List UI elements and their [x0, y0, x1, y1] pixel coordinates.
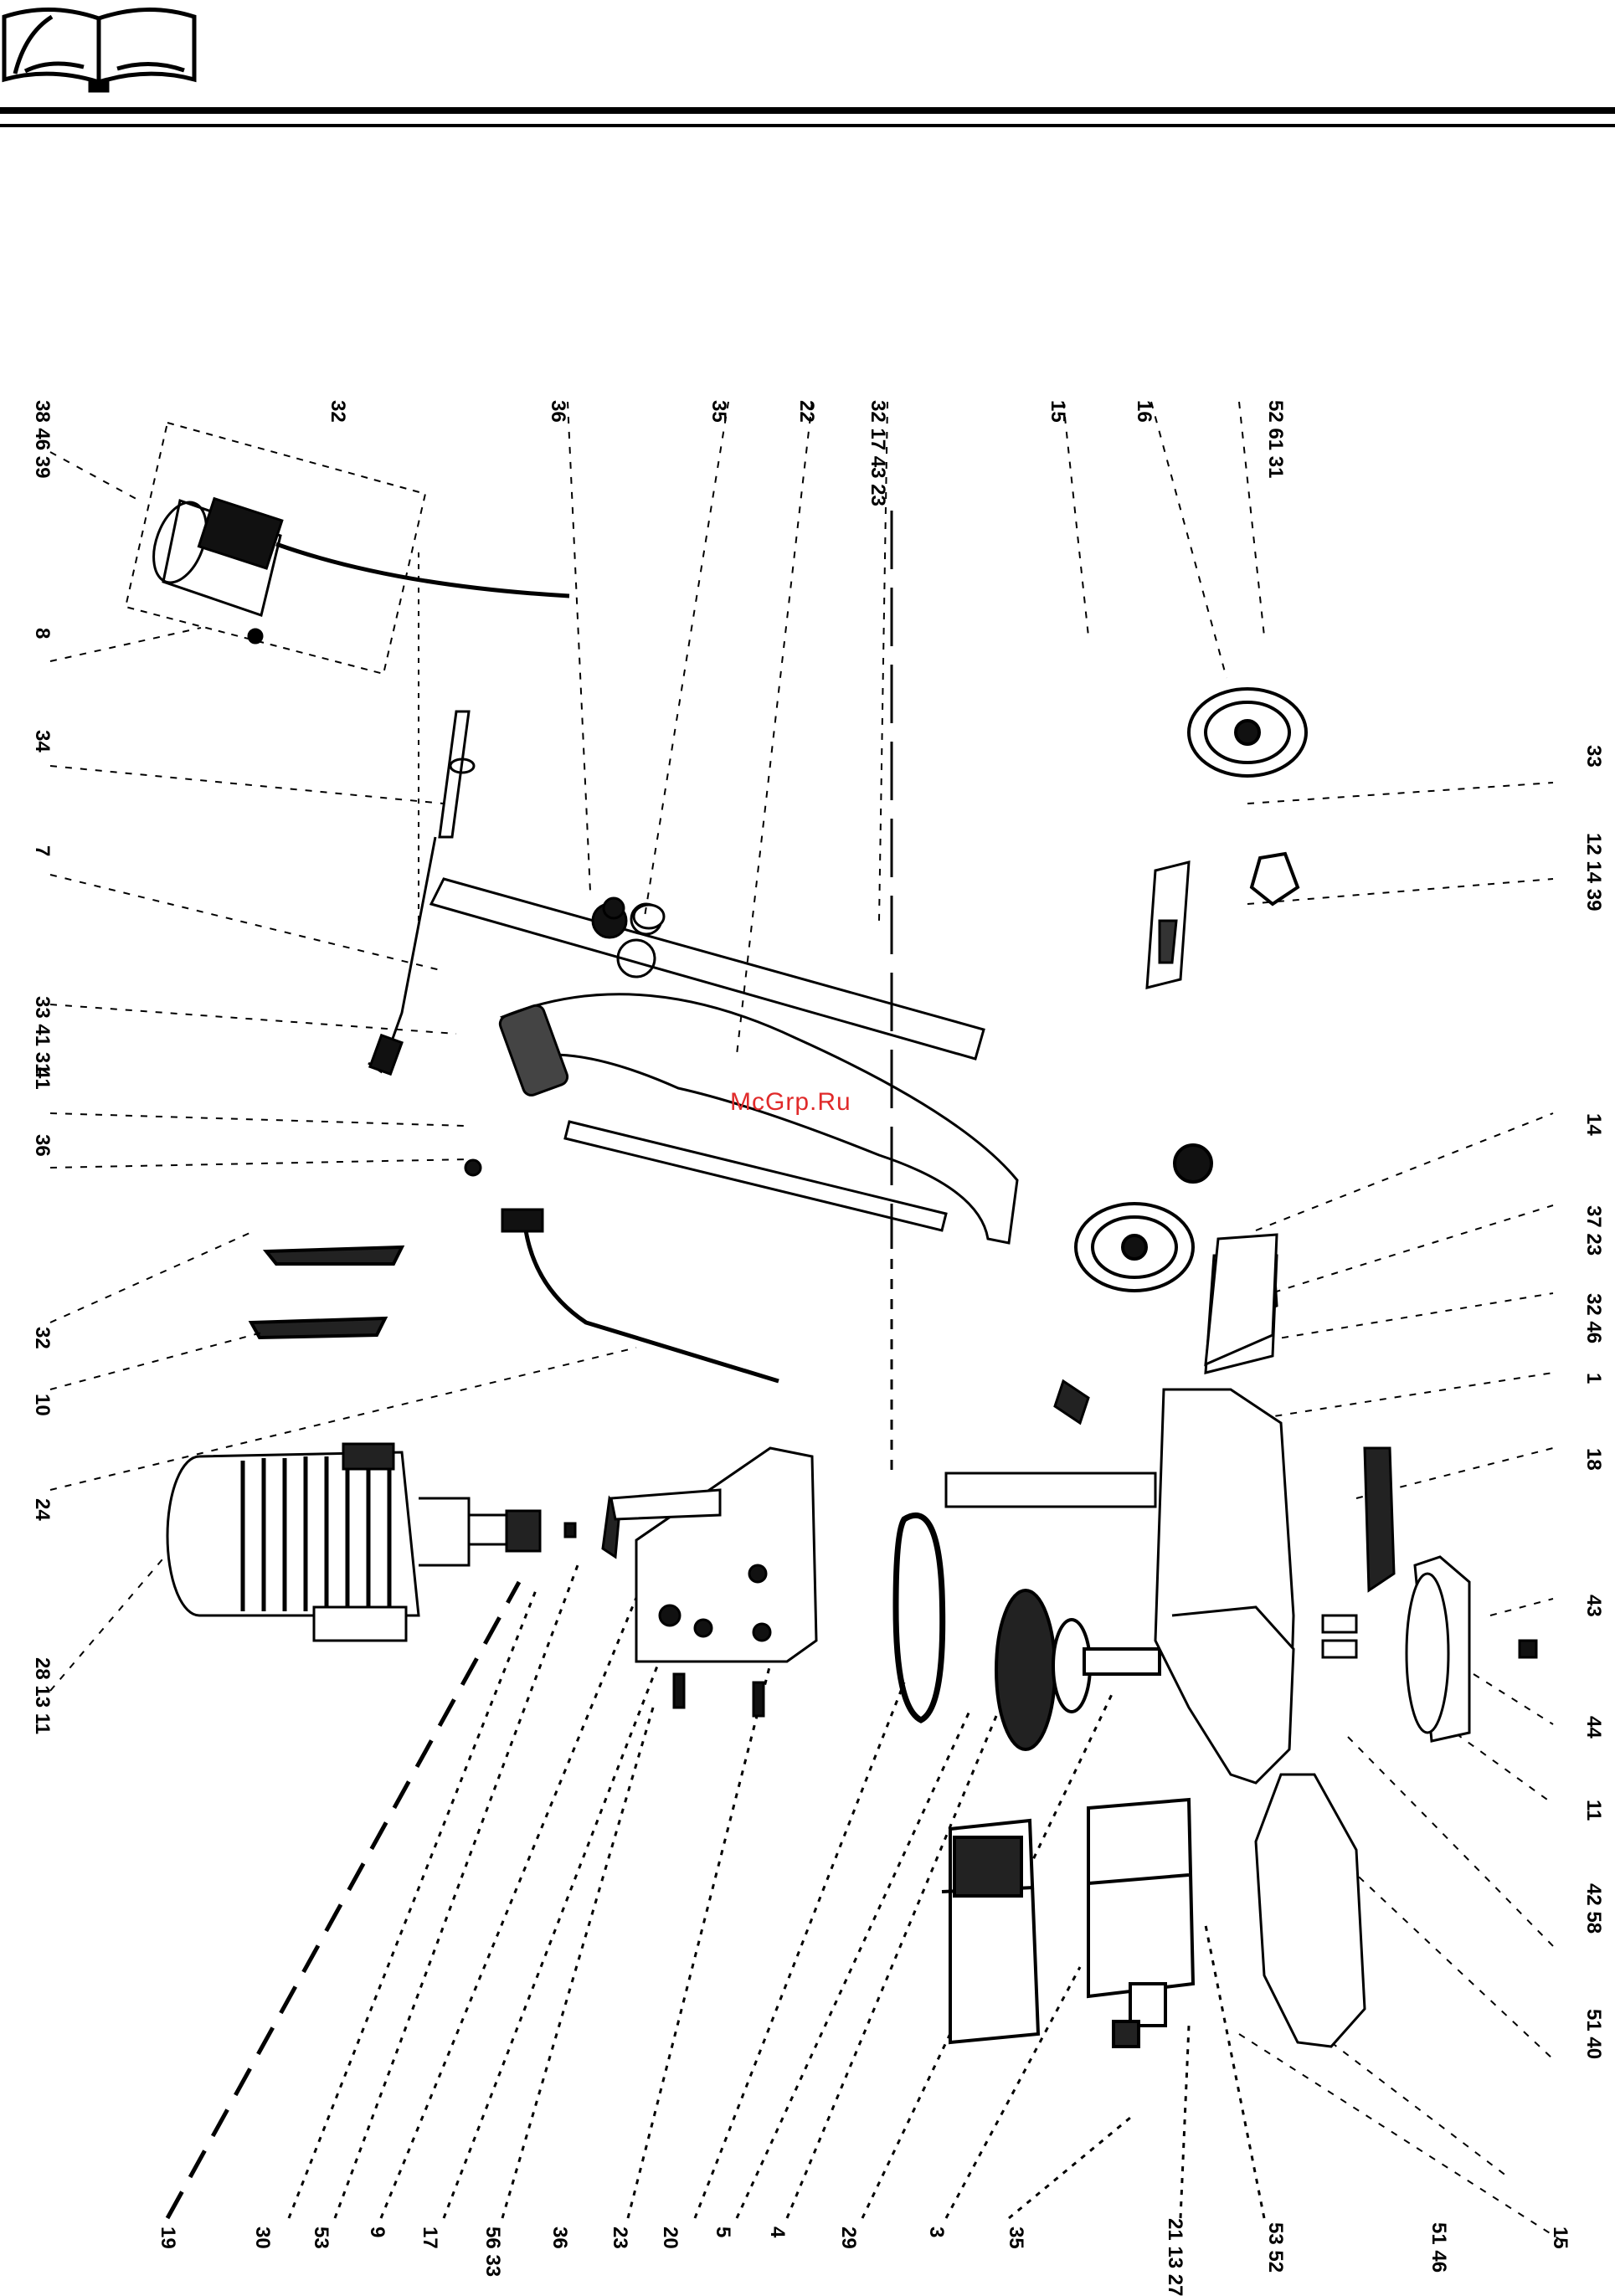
watermark-text: McGrp.Ru [730, 1088, 851, 1117]
callout-53-52: 53 52 [1265, 2222, 1285, 2273]
callout-43: 43 [1583, 1595, 1603, 1617]
callout-3: 3 [926, 2227, 946, 2237]
callout-36-bottom: 36 [549, 2227, 569, 2249]
callout-16-top: 16 [1134, 400, 1154, 423]
axle [1147, 862, 1189, 988]
wheels [1076, 689, 1306, 1291]
callout-12-14-39: 12 14 39 [1583, 833, 1603, 911]
callout-35-top: 35 [708, 400, 728, 423]
callout-23-bottom: 23 [609, 2227, 630, 2249]
callout-8: 8 [32, 628, 52, 639]
callout-37-23: 37 23 [1583, 1205, 1603, 1256]
coolant-tank [942, 1821, 1038, 2042]
callout-56-33: 56 33 [482, 2227, 502, 2277]
callout-15-top: 15 [1047, 400, 1067, 423]
callout-1: 1 [1583, 1373, 1603, 1384]
callout-36-top: 36 [548, 400, 568, 423]
callout-44: 44 [1583, 1716, 1603, 1739]
handle-grip [368, 552, 474, 1074]
chip-tray [1256, 1775, 1365, 2047]
callout-35-bottom: 35 [1006, 2227, 1026, 2249]
callout-51-40: 51 40 [1583, 2009, 1603, 2059]
callout-30: 30 [252, 2227, 272, 2249]
callout-34: 34 [32, 730, 52, 752]
bow-arm [431, 879, 1017, 1243]
callout-38-46-39: 38 46 39 [32, 400, 52, 478]
callout-51-46: 51 46 [1428, 2222, 1448, 2273]
vise-jaws [1323, 1448, 1536, 1741]
callout-17-bottom: 17 [419, 2227, 440, 2249]
callout-53-bottom: 53 [311, 2227, 331, 2249]
callout-41: 41 [32, 1067, 52, 1090]
coolant-pump [1088, 1800, 1193, 2047]
callout-20: 20 [660, 2227, 680, 2249]
callout-15-bottom: 15 [1550, 2227, 1570, 2249]
callout-52-61-31: 52 61 31 [1265, 400, 1285, 478]
book-icon [4, 9, 194, 90]
gear-housing [603, 1448, 816, 1716]
callout-22-top: 22 [796, 400, 816, 423]
callout-14-right: 14 [1583, 1113, 1603, 1136]
callout-4: 4 [767, 2227, 787, 2237]
callout-24: 24 [32, 1498, 52, 1521]
switch-box-assembly [126, 423, 569, 674]
support-brackets [251, 1247, 402, 1338]
callout-11: 11 [1583, 1800, 1603, 1821]
callout-18: 18 [1583, 1448, 1603, 1471]
callout-33-right: 33 [1583, 745, 1603, 768]
callout-10: 10 [32, 1394, 52, 1416]
callout-5: 5 [712, 2227, 733, 2237]
callout-33-41-31: 33 41 31 [32, 996, 52, 1074]
callout-9: 9 [367, 2227, 387, 2237]
callout-36-left: 36 [32, 1134, 52, 1157]
callout-32-17-43-23: 32 17 43 23 [867, 400, 887, 506]
callout-29: 29 [838, 2227, 858, 2249]
callout-32-top: 32 [327, 400, 347, 423]
callout-19: 19 [157, 2227, 177, 2249]
callout-28-13-11: 28 13 11 [32, 1657, 52, 1734]
motor [167, 1444, 575, 1641]
callout-42-58: 42 58 [1583, 1883, 1603, 1934]
callout-32-46: 32 46 [1583, 1293, 1603, 1343]
belt-pulleys [896, 1515, 1160, 1749]
callout-7: 7 [32, 845, 52, 856]
callout-32-left: 32 [32, 1327, 52, 1349]
callout-21-13-27: 21 13 27 [1165, 2218, 1185, 2296]
